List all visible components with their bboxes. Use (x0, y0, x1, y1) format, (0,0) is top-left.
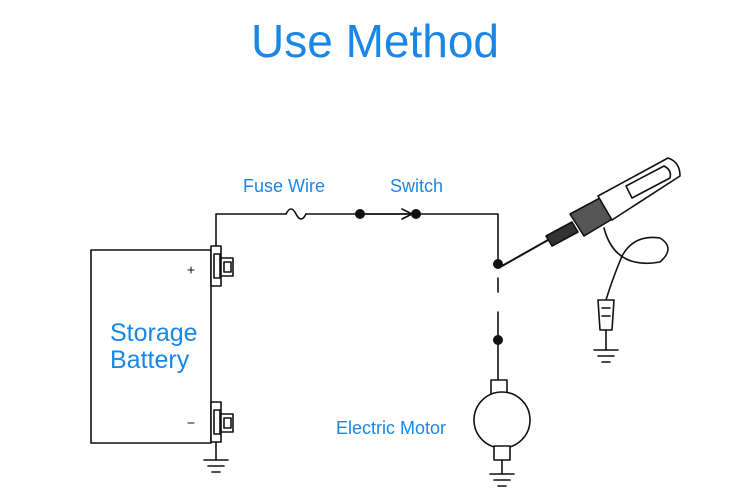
motor-icon (473, 379, 531, 475)
battery-label-line1: Storage (110, 319, 198, 347)
battery-icon (90, 245, 234, 444)
wire-top-right (305, 213, 499, 261)
switch-label: Switch (390, 176, 444, 196)
test-pen-icon (501, 157, 681, 267)
fuse-icon (285, 208, 307, 220)
alligator-clip-icon (597, 299, 615, 351)
page-title: Use Method (250, 15, 499, 67)
ground-icon (489, 473, 515, 487)
wire-top-left (215, 213, 287, 247)
junction-dots (355, 209, 503, 345)
battery-label-line2: Battery (110, 346, 190, 374)
switch-icon (359, 208, 413, 220)
motor-label: Electric Motor (336, 418, 447, 438)
test-lead-wire (603, 227, 669, 301)
ground-icon (203, 459, 229, 473)
ground-icon (593, 349, 619, 363)
fuse-wire-label: Fuse Wire (243, 176, 326, 196)
